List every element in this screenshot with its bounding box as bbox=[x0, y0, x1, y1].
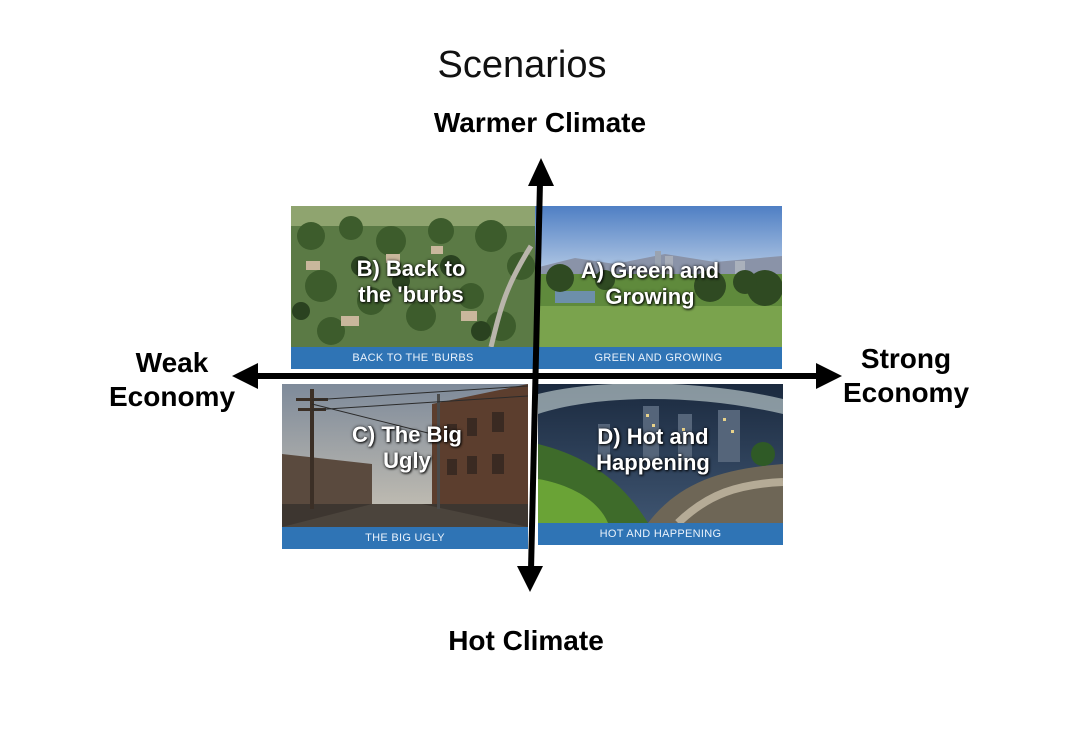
quadrant-a-overlay-line1: A) Green and bbox=[580, 258, 720, 283]
quadrant-d-overlay: D) Hot and Happening bbox=[568, 424, 738, 476]
arrow-right-icon bbox=[816, 363, 842, 389]
park-photo bbox=[535, 206, 782, 347]
night-city-photo bbox=[538, 384, 783, 523]
quadrant-b-overlay: B) Back to the 'burbs bbox=[331, 256, 491, 308]
quadrant-a-overlay: A) Green and Growing bbox=[555, 258, 745, 310]
axis-label-bottom: Hot Climate bbox=[448, 625, 604, 656]
axis-label-left: Weak Economy bbox=[92, 346, 252, 414]
quadrant-c-overlay-line2: Ugly bbox=[383, 448, 431, 473]
quadrant-card-a: A) Green and Growing GREEN AND GROWING bbox=[535, 206, 782, 369]
axis-label-top: Warmer Climate bbox=[433, 107, 647, 138]
axis-label-right-line2: Economy bbox=[842, 377, 970, 408]
quadrant-card-c: C) The Big Ugly THE BIG UGLY bbox=[282, 384, 528, 549]
quadrant-c-band: THE BIG UGLY bbox=[282, 527, 528, 549]
arrow-up-icon bbox=[528, 158, 554, 186]
quadrant-d-overlay-line1: D) Hot and bbox=[597, 424, 709, 449]
quadrant-card-d: D) Hot and Happening HOT AND HAPPENING bbox=[538, 384, 783, 545]
quadrant-d-band: HOT AND HAPPENING bbox=[538, 523, 783, 545]
quadrant-d-overlay-line2: Happening bbox=[596, 450, 710, 475]
quadrant-a-overlay-line2: Growing bbox=[605, 284, 695, 309]
quadrant-b-overlay-line1: B) Back to bbox=[356, 256, 466, 281]
axis-label-right-line1: Strong bbox=[860, 343, 952, 374]
arrow-left-icon bbox=[232, 363, 258, 389]
quadrant-b-band: BACK TO THE 'BURBS bbox=[291, 347, 535, 369]
alley-photo bbox=[282, 384, 528, 527]
suburbs-photo bbox=[291, 206, 535, 347]
axis-label-left-line2: Economy bbox=[108, 381, 236, 412]
quadrant-a-band: GREEN AND GROWING bbox=[535, 347, 782, 369]
quadrant-c-overlay: C) The Big Ugly bbox=[332, 422, 482, 474]
axis-label-left-line1: Weak bbox=[135, 347, 209, 378]
quadrant-c-overlay-line1: C) The Big bbox=[352, 422, 462, 447]
page-title: Scenarios bbox=[437, 44, 607, 86]
quadrant-b-overlay-line2: the 'burbs bbox=[358, 282, 464, 307]
axis-label-right: Strong Economy bbox=[828, 342, 984, 410]
arrow-down-icon bbox=[517, 566, 543, 592]
quadrant-card-b: B) Back to the 'burbs BACK TO THE 'BURBS bbox=[291, 206, 535, 369]
